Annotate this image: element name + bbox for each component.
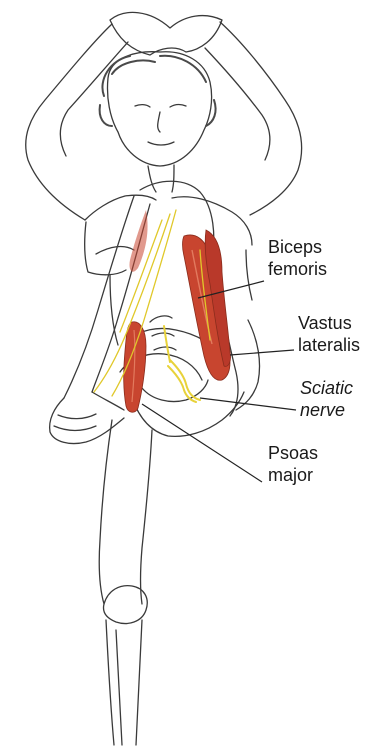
label-vastus-lateralis: Vastus lateralis: [298, 312, 360, 356]
label-biceps-line2: femoris: [268, 258, 327, 280]
vastus-leader: [230, 350, 294, 355]
label-vastus-line1: Vastus: [298, 312, 360, 334]
label-psoas-line2: major: [268, 464, 318, 486]
head: [100, 52, 216, 192]
label-psoas-major: Psoas major: [268, 442, 318, 486]
psoas-leader: [142, 404, 262, 482]
standing-leg: [99, 420, 152, 745]
label-biceps-femoris: Biceps femoris: [268, 236, 327, 280]
arms-outline: [26, 12, 302, 220]
sciatic-nerve: [164, 326, 200, 402]
label-psoas-line1: Psoas: [268, 442, 318, 464]
label-vastus-line2: lateralis: [298, 334, 360, 356]
label-sciatic-line1: Sciatic: [300, 377, 353, 399]
label-biceps-line1: Biceps: [268, 236, 327, 258]
label-sciatic-line2: nerve: [300, 399, 353, 421]
label-sciatic-nerve: Sciatic nerve: [300, 377, 353, 421]
shin-muscle: [129, 210, 147, 272]
